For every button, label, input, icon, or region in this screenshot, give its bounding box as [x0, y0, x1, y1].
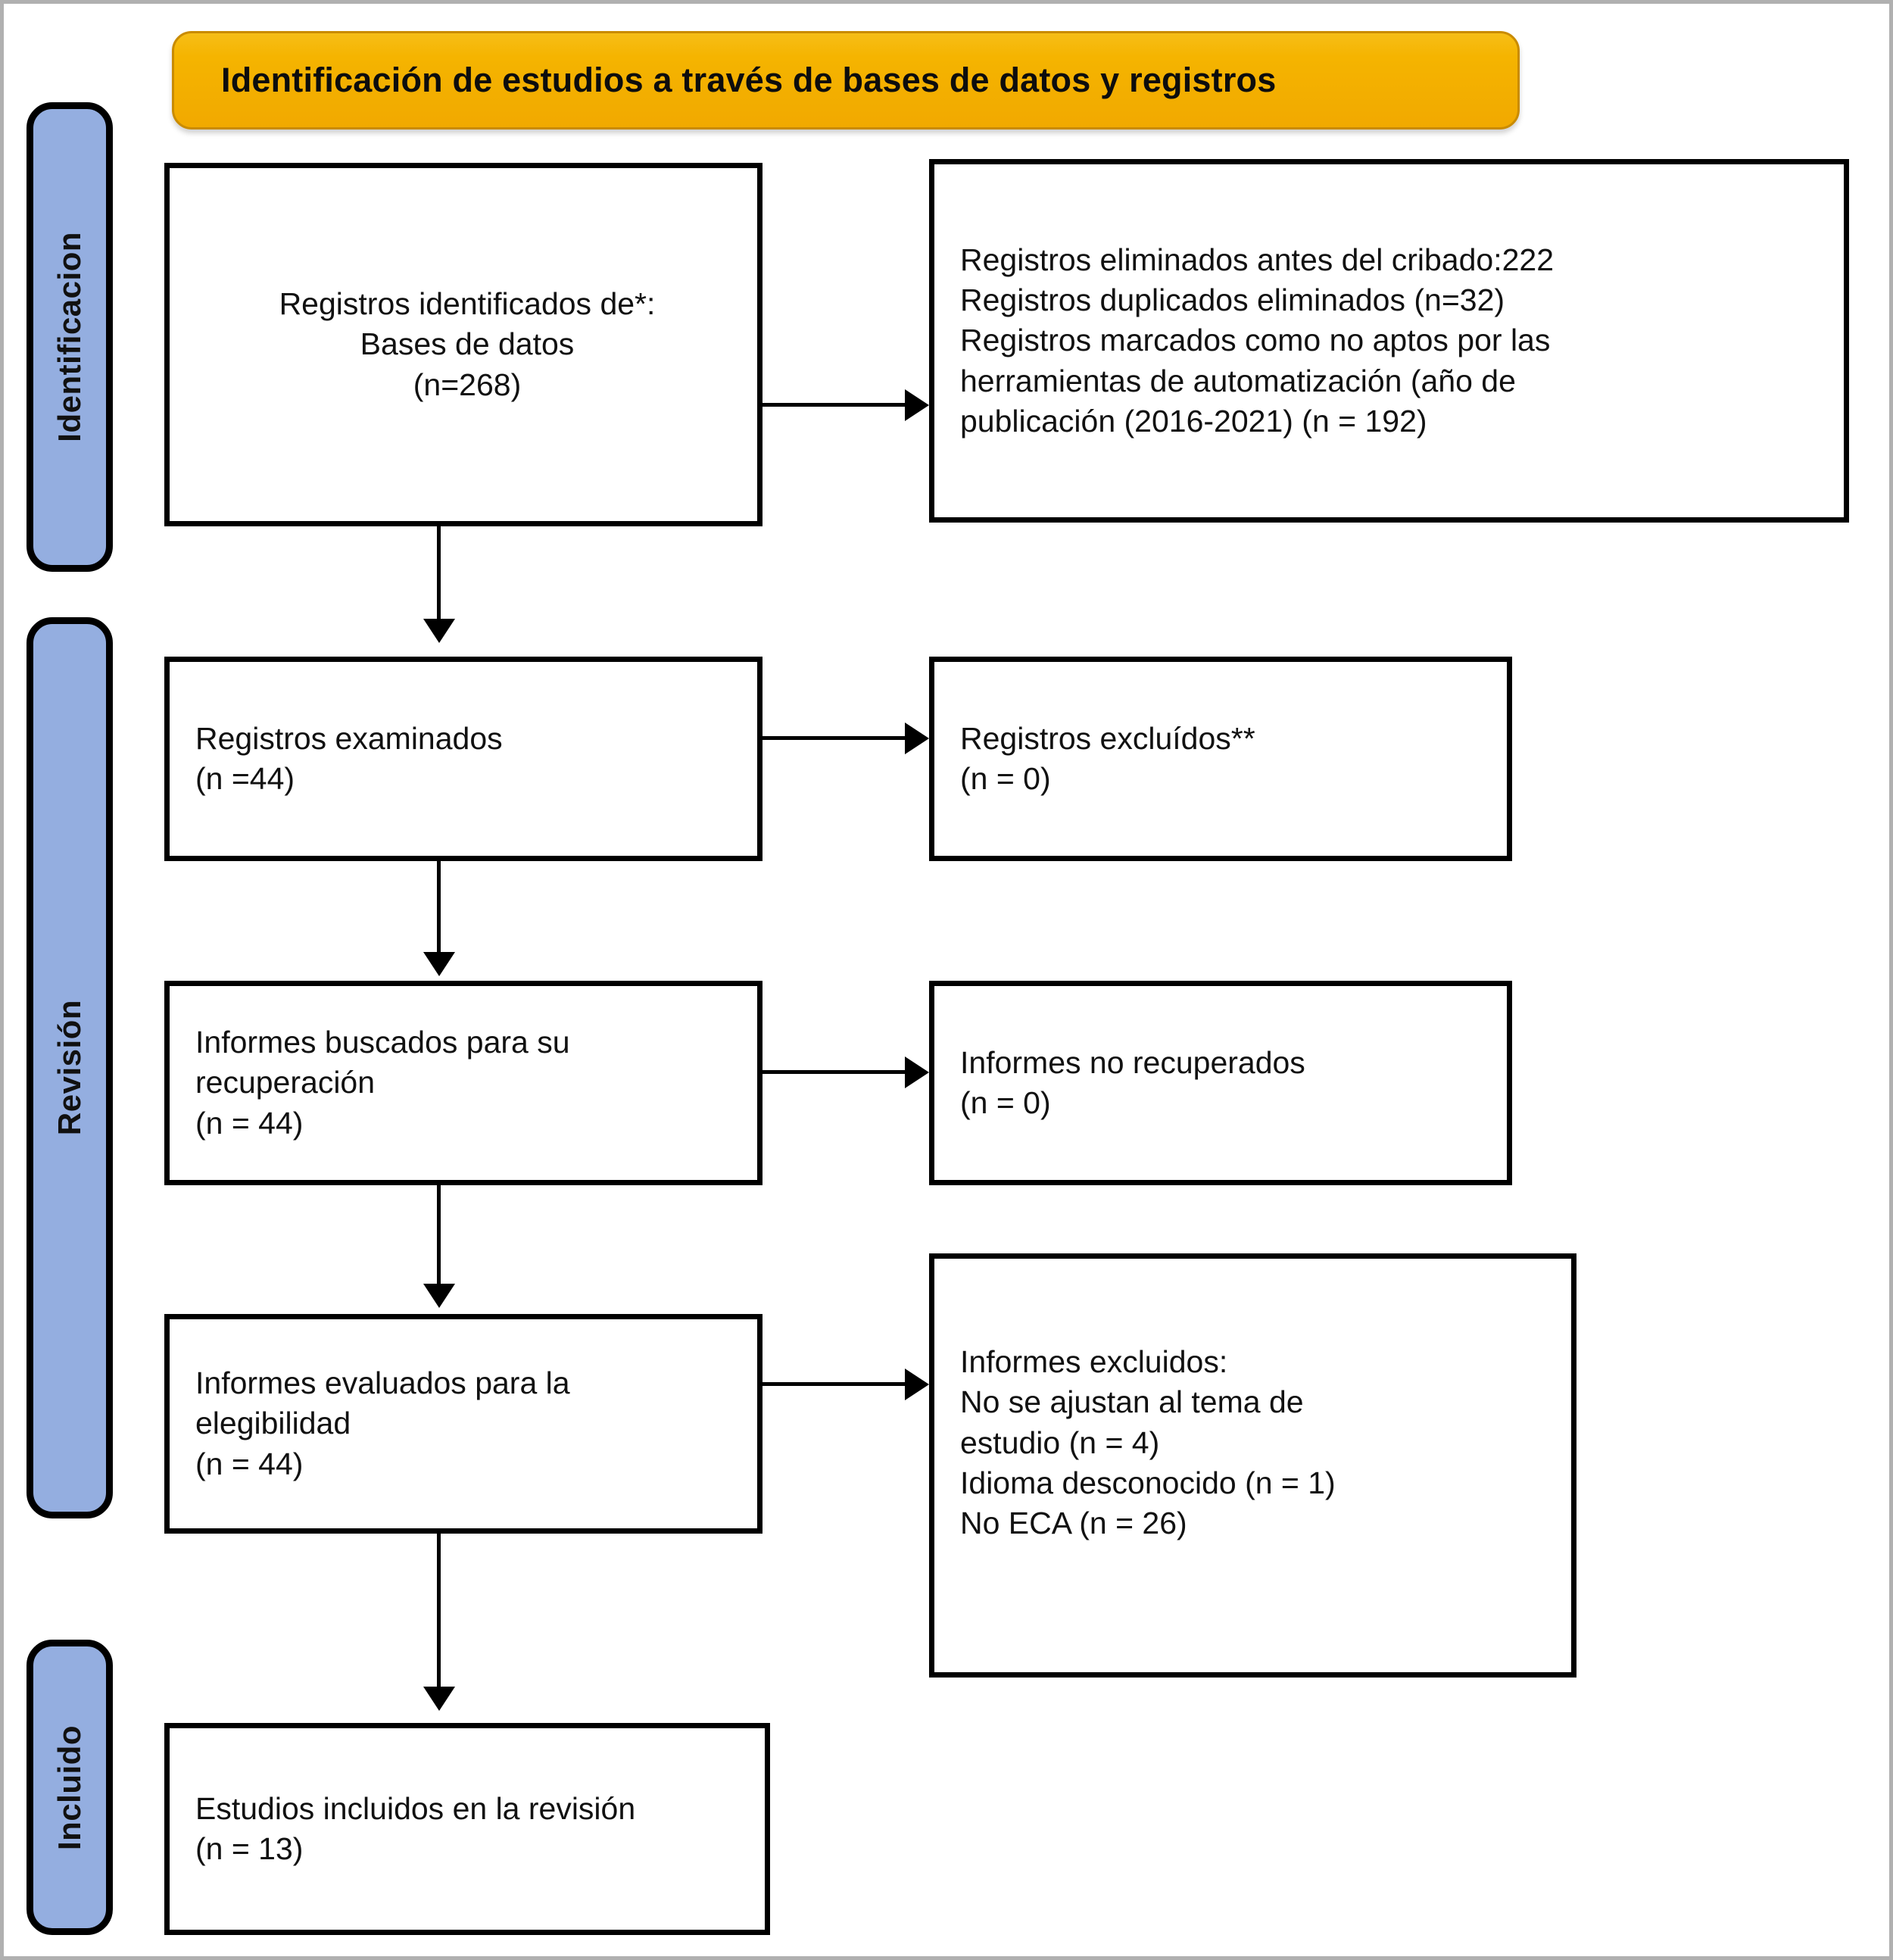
box-records-removed: Registros eliminados antes del cribado:2… [929, 159, 1849, 523]
arrowhead-assessed-to-excluded [905, 1369, 929, 1400]
arrowhead-sought-to-assessed [423, 1284, 455, 1308]
arrowhead-screened-to-sought [423, 952, 455, 976]
stage-tab-identification: Identificacion [27, 102, 113, 572]
box-records-identified-text: Registros identificados de*: Bases de da… [279, 286, 656, 402]
box-records-screened: Registros examinados (n =44) [164, 657, 763, 861]
diagram-title: Identificación de estudios a través de b… [221, 61, 1277, 99]
box-records-identified: Registros identificados de*: Bases de da… [164, 163, 763, 526]
connector-assessed-to-included [437, 1534, 441, 1693]
arrowhead-sought-to-not-retrieved [905, 1056, 929, 1088]
connector-sought-to-not-retrieved [763, 1070, 906, 1074]
connector-screened-to-excluded [763, 736, 906, 740]
box-studies-included: Estudios incluidos en la revisión (n = 1… [164, 1723, 770, 1935]
box-records-removed-text: Registros eliminados antes del cribado:2… [960, 242, 1555, 439]
arrowhead-identified-to-screened [423, 619, 455, 643]
stage-tab-screening: Revisión [27, 617, 113, 1518]
arrowhead-identified-to-removed [905, 389, 929, 421]
box-reports-not-retrieved-text: Informes no recuperados (n = 0) [960, 1044, 1305, 1120]
arrowhead-assessed-to-included [423, 1687, 455, 1711]
header-banner: Identificación de estudios a través de b… [172, 31, 1520, 130]
box-reports-not-retrieved: Informes no recuperados (n = 0) [929, 981, 1512, 1185]
box-reports-excluded: Informes excluidos: No se ajustan al tem… [929, 1253, 1576, 1678]
box-records-screened-text: Registros examinados (n =44) [195, 720, 503, 796]
box-reports-assessed-text: Informes evaluados para la elegibilidad … [195, 1365, 570, 1481]
stage-tab-identification-label: Identificacion [51, 232, 87, 442]
box-studies-included-text: Estudios incluidos en la revisión (n = 1… [195, 1790, 636, 1866]
connector-assessed-to-excluded [763, 1382, 906, 1386]
stage-tab-included-label: Incluido [51, 1724, 87, 1850]
box-reports-excluded-text: Informes excluidos: No se ajustan al tem… [960, 1344, 1336, 1541]
arrowhead-screened-to-excluded [905, 723, 929, 754]
box-reports-sought: Informes buscados para su recuperación (… [164, 981, 763, 1185]
connector-sought-to-assessed [437, 1185, 441, 1291]
box-records-excluded: Registros excluídos** (n = 0) [929, 657, 1512, 861]
box-records-excluded-text: Registros excluídos** (n = 0) [960, 720, 1255, 796]
connector-identified-to-screened [437, 526, 441, 625]
connector-identified-to-removed [763, 403, 906, 407]
stage-tab-included: Incluido [27, 1640, 113, 1935]
connector-screened-to-sought [437, 861, 441, 960]
box-reports-sought-text: Informes buscados para su recuperación (… [195, 1025, 570, 1141]
stage-tab-screening-label: Revisión [51, 1000, 87, 1136]
box-reports-assessed: Informes evaluados para la elegibilidad … [164, 1314, 763, 1534]
